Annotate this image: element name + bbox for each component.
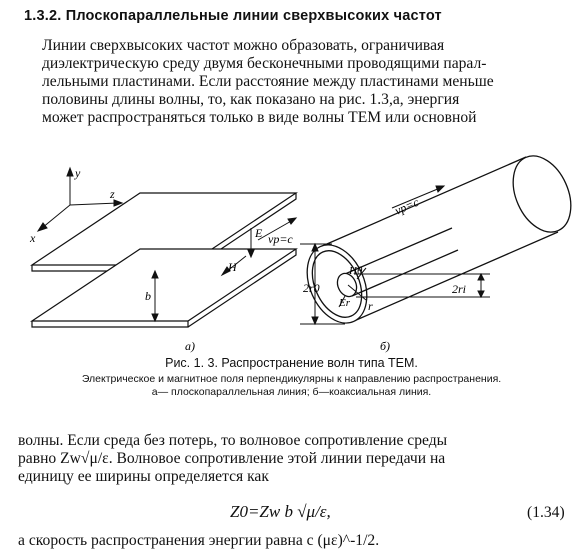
label-a: а) — [185, 339, 195, 353]
equation-1-34: Z0=Zw b √μ/ε, — [230, 502, 331, 521]
label-b: b — [145, 289, 151, 303]
text-line: половины длины волны, то, как показано н… — [42, 91, 460, 108]
label-r: r — [368, 299, 373, 313]
text-line: диэлектрическую среду двумя бесконечными… — [42, 55, 487, 72]
axis-x-label: x — [29, 231, 36, 245]
figure-caption-title: Рис. 1. 3. Распространение волн типа ТЕМ… — [165, 356, 418, 370]
label-E: E — [254, 226, 263, 240]
dimension-2ri — [354, 272, 490, 299]
axis-z-label: z — [109, 187, 115, 201]
text-line: равно Zw√μ/ε. Волновое сопротивление это… — [18, 450, 446, 467]
text-line-last: а скорость распространения энергии равна… — [18, 532, 380, 549]
text-line: может распространяться только в виде вол… — [42, 109, 477, 126]
section-heading: 1.3.2. Плоскопараллельные линии сверхвыс… — [24, 8, 442, 24]
text-line: лельными пластинами. Если расстояние меж… — [42, 73, 494, 90]
paragraph-impedance: волны. Если среда без потерь, то волново… — [18, 432, 566, 486]
figure-caption-body: Электрическое и магнитное поля перпендик… — [0, 373, 583, 399]
label-H: H — [227, 260, 238, 274]
text-line: единицу ее ширины определяется как — [18, 468, 269, 485]
label-2r0: 2r0 — [303, 281, 320, 295]
label-Er: Er — [338, 297, 351, 309]
lower-plate — [30, 248, 298, 328]
label-vp: vp=c — [268, 232, 293, 246]
caption-line: а— плоскопараллельная линия; б—коаксиаль… — [151, 386, 432, 398]
field-vectors — [220, 217, 298, 277]
paragraph-intro: Линии сверхвысоких частот можно образова… — [18, 37, 566, 127]
text-line: Линии сверхвысоких частот можно образова… — [42, 37, 445, 54]
dimension-b — [151, 269, 159, 323]
coordinate-axes — [36, 166, 124, 232]
label-b2: б) — [380, 339, 390, 353]
label-Htheta: Hθ — [348, 265, 363, 277]
caption-line: Электрическое и магнитное поля перпендик… — [81, 373, 502, 385]
dimension-2r0 — [300, 242, 345, 326]
coax-vectors — [338, 185, 446, 308]
figure-1-3: y z x E vp=c H b а) — [29, 155, 572, 353]
axis-y-label: y — [74, 166, 81, 180]
label-2ri: 2ri — [452, 282, 466, 296]
text-line: волны. Если среда без потерь, то волново… — [18, 432, 448, 449]
equation-number: (1.34) — [527, 504, 565, 521]
